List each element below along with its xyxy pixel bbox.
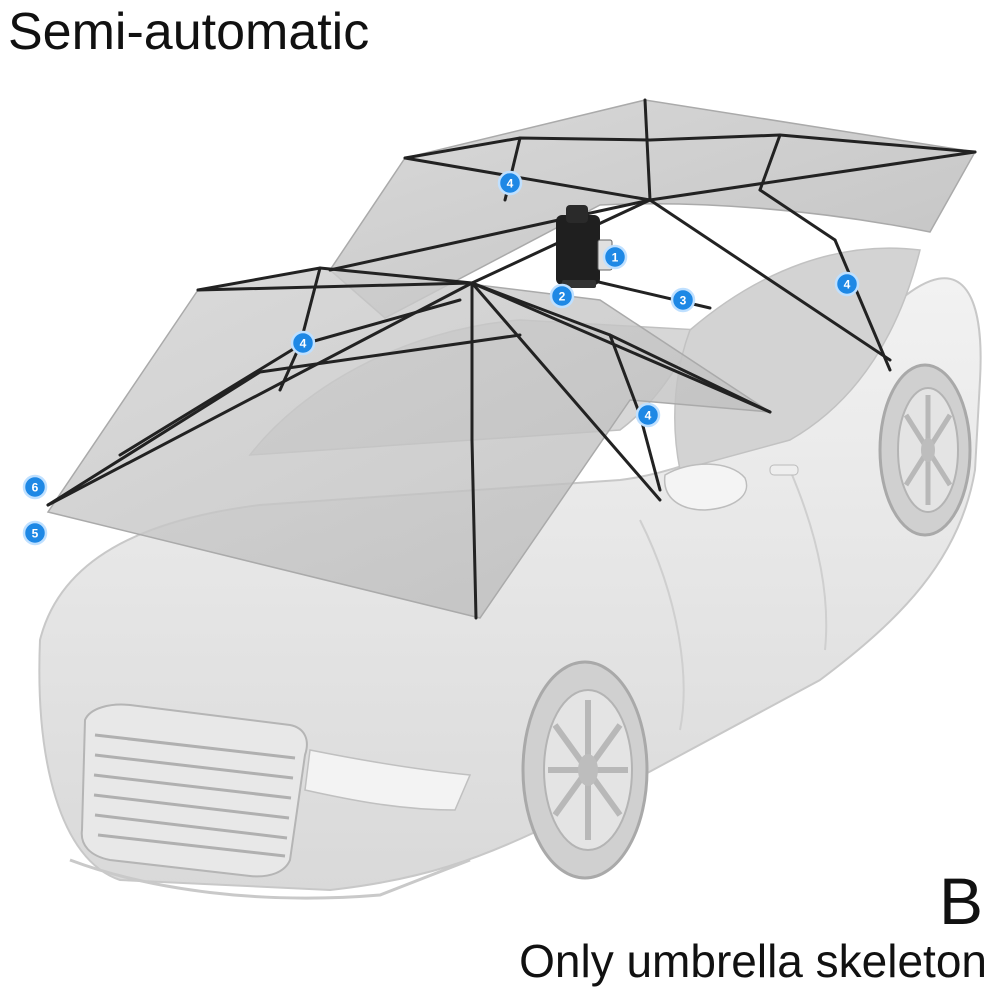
part-marker-m4a: 4 xyxy=(497,170,523,196)
part-marker-m2: 2 xyxy=(549,283,575,309)
part-marker-label: 5 xyxy=(32,527,39,541)
front-grille xyxy=(80,703,308,878)
part-marker-label: 3 xyxy=(680,294,687,308)
part-marker-label: 4 xyxy=(844,278,851,292)
part-marker-m3: 3 xyxy=(670,287,696,313)
part-marker-label: 4 xyxy=(645,409,652,423)
side-window xyxy=(674,247,921,471)
part-markers: 1 2 3 4 4 4 4 5 6 xyxy=(22,170,860,546)
part-marker-m1: 1 xyxy=(602,244,628,270)
part-marker-m6: 6 xyxy=(22,474,48,500)
part-marker-label: 1 xyxy=(612,251,619,265)
front-bumper xyxy=(69,858,471,900)
caption: Only umbrella skeleton xyxy=(519,935,987,987)
part-marker-label: 2 xyxy=(559,290,566,304)
part-marker-m4c: 4 xyxy=(290,330,316,356)
side-mirror xyxy=(664,463,748,511)
rear-canopy xyxy=(329,99,977,319)
door-line xyxy=(639,469,828,731)
door-handle xyxy=(769,464,799,476)
part-marker-m5: 5 xyxy=(22,520,48,546)
headlight xyxy=(304,749,472,811)
part-marker-m4d: 4 xyxy=(635,402,661,428)
umbrella-canopy xyxy=(46,99,977,619)
variant-label: B xyxy=(938,864,983,938)
part-marker-m4b: 4 xyxy=(834,271,860,297)
front-wheel xyxy=(521,660,649,880)
part-marker-label: 4 xyxy=(300,337,307,351)
part-marker-label: 6 xyxy=(32,481,39,495)
part-marker-label: 4 xyxy=(507,177,514,191)
umbrella-hub xyxy=(556,205,613,288)
page-title: Semi-automatic xyxy=(8,3,370,61)
rear-wheel xyxy=(878,363,972,537)
umbrella-skeleton xyxy=(46,98,977,620)
